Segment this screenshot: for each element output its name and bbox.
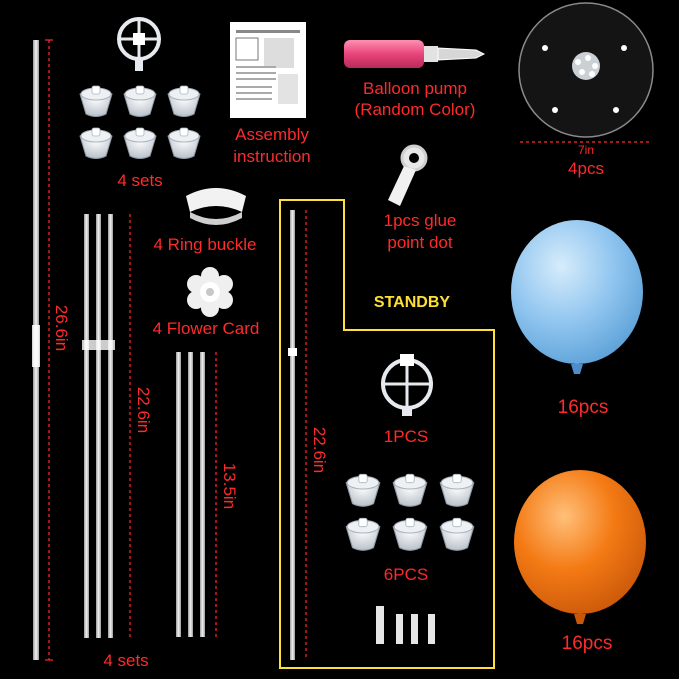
- mid-rods-icon: [82, 214, 131, 638]
- base-plate-icon: [518, 2, 654, 143]
- assembly-instruction-label-2: instruction: [233, 147, 311, 166]
- flower-card-label: 4 Flower Card: [152, 319, 260, 338]
- short-rod-length: 13.5in: [220, 462, 240, 510]
- balloon-pump-label-1: Balloon pump: [363, 79, 467, 98]
- standby-rod-length: 22.6in: [310, 426, 330, 474]
- instruction-sheet-icon: [230, 22, 306, 118]
- long-rod-length: 26.6in: [52, 304, 72, 352]
- balloon-pump-label-2: (Random Color): [354, 100, 476, 119]
- long-rod-icon: [32, 39, 53, 661]
- assembly-instruction-label-1: Assembly: [235, 125, 309, 144]
- glue-dot-roll-icon: [388, 144, 428, 206]
- flower-card-icon: [187, 267, 233, 317]
- rods-sets-label: 4 sets: [103, 651, 149, 670]
- balloon-pump-icon: [344, 40, 486, 68]
- six-pcs-label: 6PCS: [383, 565, 429, 584]
- standby-outline: [279, 199, 495, 669]
- orange-balloon-icon: [514, 470, 646, 624]
- one-pcs-label: 1PCS: [383, 427, 429, 446]
- rod-connectors-icon: [376, 606, 435, 644]
- mid-rod-length: 22.6in: [134, 386, 154, 434]
- balloon-cups-top: [79, 85, 201, 159]
- cups-sets-label: 4 sets: [117, 171, 163, 190]
- short-rods-icon: [176, 352, 217, 637]
- standby-rod-icon: [288, 210, 307, 660]
- ring-buckle-icon: [186, 188, 246, 225]
- column-holder-icon: [117, 17, 161, 71]
- base-count-label: 4pcs: [568, 159, 604, 178]
- base-size-label: 7in: [577, 143, 594, 157]
- balloon-cups-standby: [345, 473, 475, 551]
- orange-balloon-count: 16pcs: [561, 633, 613, 654]
- standby-label: STANDBY: [373, 294, 451, 311]
- glue-label-2: point dot: [387, 233, 453, 252]
- standby-column-holder-icon: [381, 354, 433, 416]
- blue-balloon-icon: [511, 220, 643, 374]
- ring-buckle-label: 4 Ring buckle: [153, 235, 257, 254]
- glue-label-1: 1pcs glue: [383, 211, 457, 230]
- blue-balloon-count: 16pcs: [557, 397, 609, 418]
